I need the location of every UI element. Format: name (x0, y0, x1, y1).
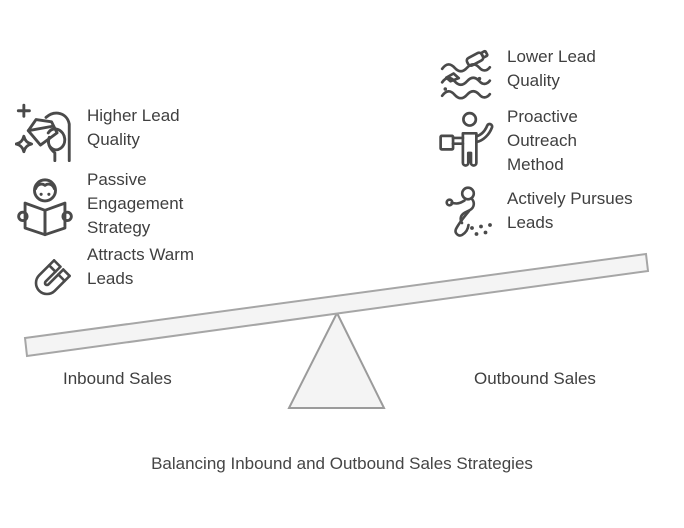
balance-beam (23, 252, 650, 358)
magnet-icon (19, 255, 75, 311)
item-label-actively-pursues-leads: Actively Pursues Leads (507, 189, 633, 232)
item-label-higher-lead-quality: Higher Lead Quality (87, 106, 180, 149)
diagram-caption: Balancing Inbound and Outbound Sales Str… (151, 454, 533, 473)
floating-debris-icon (436, 45, 496, 103)
item-label-passive-engagement: Passive Engagement Strategy (87, 170, 184, 237)
item-label-attracts-warm-leads: Attracts Warm Leads (87, 245, 195, 288)
fulcrum-triangle (287, 310, 386, 409)
person-waving-box-icon (437, 110, 495, 168)
hand-holding-diamond-icon (15, 103, 77, 165)
item-label-lower-lead-quality: Lower Lead Quality (507, 47, 596, 90)
person-reading-book-icon (14, 176, 76, 238)
outbound-sales-label: Outbound Sales (474, 369, 596, 388)
person-pursuing-icon (437, 185, 495, 241)
inbound-sales-label: Inbound Sales (63, 369, 172, 388)
item-label-proactive-outreach: Proactive Outreach Method (507, 107, 578, 174)
